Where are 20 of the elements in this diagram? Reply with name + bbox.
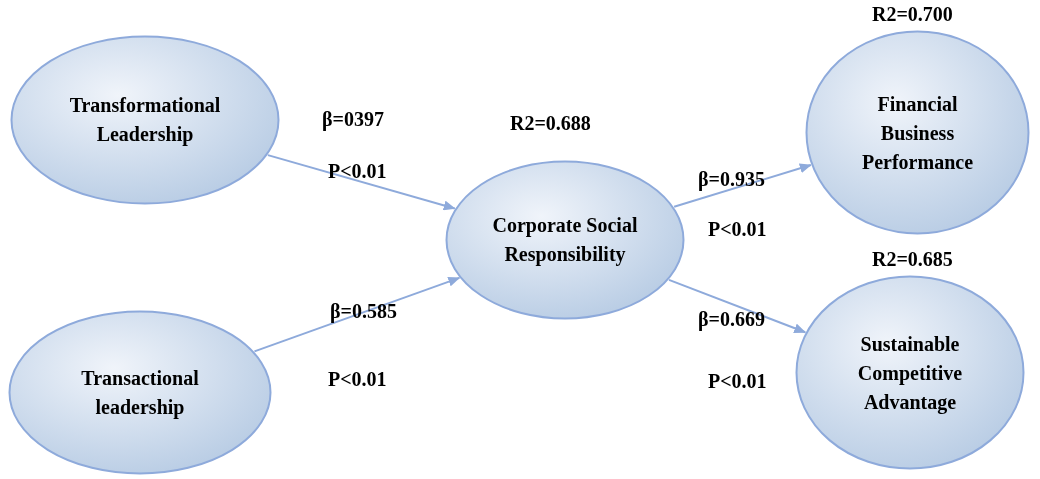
node-label: Transactional leadership	[80, 365, 200, 421]
edge-label: β=0.669	[698, 308, 765, 331]
p-value-label: P<0.01	[708, 370, 767, 393]
arrow	[266, 154, 456, 211]
arrow	[673, 163, 812, 208]
node-label: Financial Business Performance	[860, 91, 974, 174]
p-value-label: P<0.01	[328, 160, 387, 183]
p-value-label: P<0.01	[708, 218, 767, 241]
node-label: Sustainable Competitive Advantage	[856, 331, 964, 416]
arrow	[253, 276, 461, 353]
edge-label: β=0397	[322, 108, 384, 131]
node-label: Corporate Social Responsibility	[491, 213, 639, 268]
node-label: Transformational Leadership	[68, 93, 222, 148]
edge-label: β=0.585	[330, 300, 397, 323]
r-squared-label: R2=0.685	[872, 248, 953, 271]
r-squared-label: R2=0.688	[510, 112, 591, 135]
p-value-label: P<0.01	[328, 368, 387, 391]
arrow	[668, 278, 807, 334]
r-squared-label: R2=0.700	[872, 3, 953, 26]
edge-label: β=0.935	[698, 168, 765, 191]
